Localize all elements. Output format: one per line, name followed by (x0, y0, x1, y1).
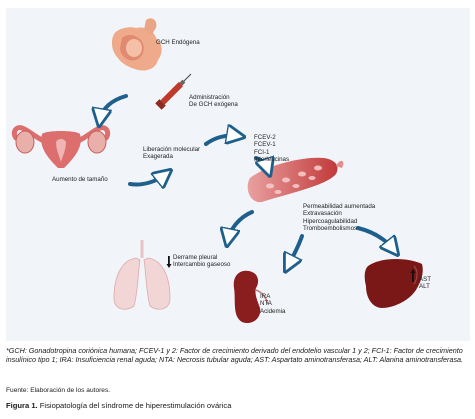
arrow-uterus-to-release (128, 174, 166, 185)
abbreviations-note: *GCH: Gonadotropina coriónica humana; FC… (6, 346, 464, 364)
pulmon-label: Derrame pleural Intercambio gaseoso (173, 254, 231, 269)
arrow-vessel-to-kidney (288, 234, 304, 266)
source-note: Fuente: Elaboración de los autores. (6, 387, 111, 394)
arrow-factors-to-vessel (254, 158, 268, 170)
administracion-label: Administración De GCH exógena (189, 94, 238, 109)
arrow-release-to-factors (204, 135, 238, 146)
syringe-icon (155, 73, 192, 110)
figure-title: Fisiopatología del síndrome de hiperesti… (39, 401, 232, 410)
flow-arrows (100, 94, 394, 266)
higado-label: AST ALT (419, 276, 432, 291)
pregnant-woman-icon (111, 18, 162, 71)
factores-label: FCEV-2 FCEV-1 FCI-1 Interleucinas (254, 134, 290, 164)
efectos-label: Permeabilidad aumentada Extravasación Hi… (303, 203, 376, 233)
down-arrow-icon (168, 256, 170, 265)
uterus-ovaries-icon (11, 125, 111, 168)
gch-endogena-label: GCH Endógena (156, 39, 200, 46)
aumento-label: Aumento de tamaño (52, 176, 108, 183)
blood-vessel-icon (247, 157, 344, 203)
arrow-woman-to-uterus (100, 94, 128, 120)
up-arrow-icon (412, 272, 414, 282)
rinon-label: IRA NTA Acidemia (260, 293, 286, 315)
lungs-icon (113, 240, 171, 310)
diagram-art (11, 18, 423, 324)
kidney-icon (233, 270, 269, 324)
figure-caption: Figura 1. Fisiopatología del síndrome de… (6, 401, 468, 410)
liberacion-label: Liberación molecular Exagerada (143, 146, 201, 161)
figure-label: Figura 1. (6, 401, 38, 410)
arrow-vessel-to-lungs (228, 210, 254, 240)
liver-icon (364, 259, 423, 308)
arrow-vessel-to-liver (356, 226, 394, 250)
diagram-panel: GCH Endógena Administración De GCH exóge… (6, 8, 470, 341)
